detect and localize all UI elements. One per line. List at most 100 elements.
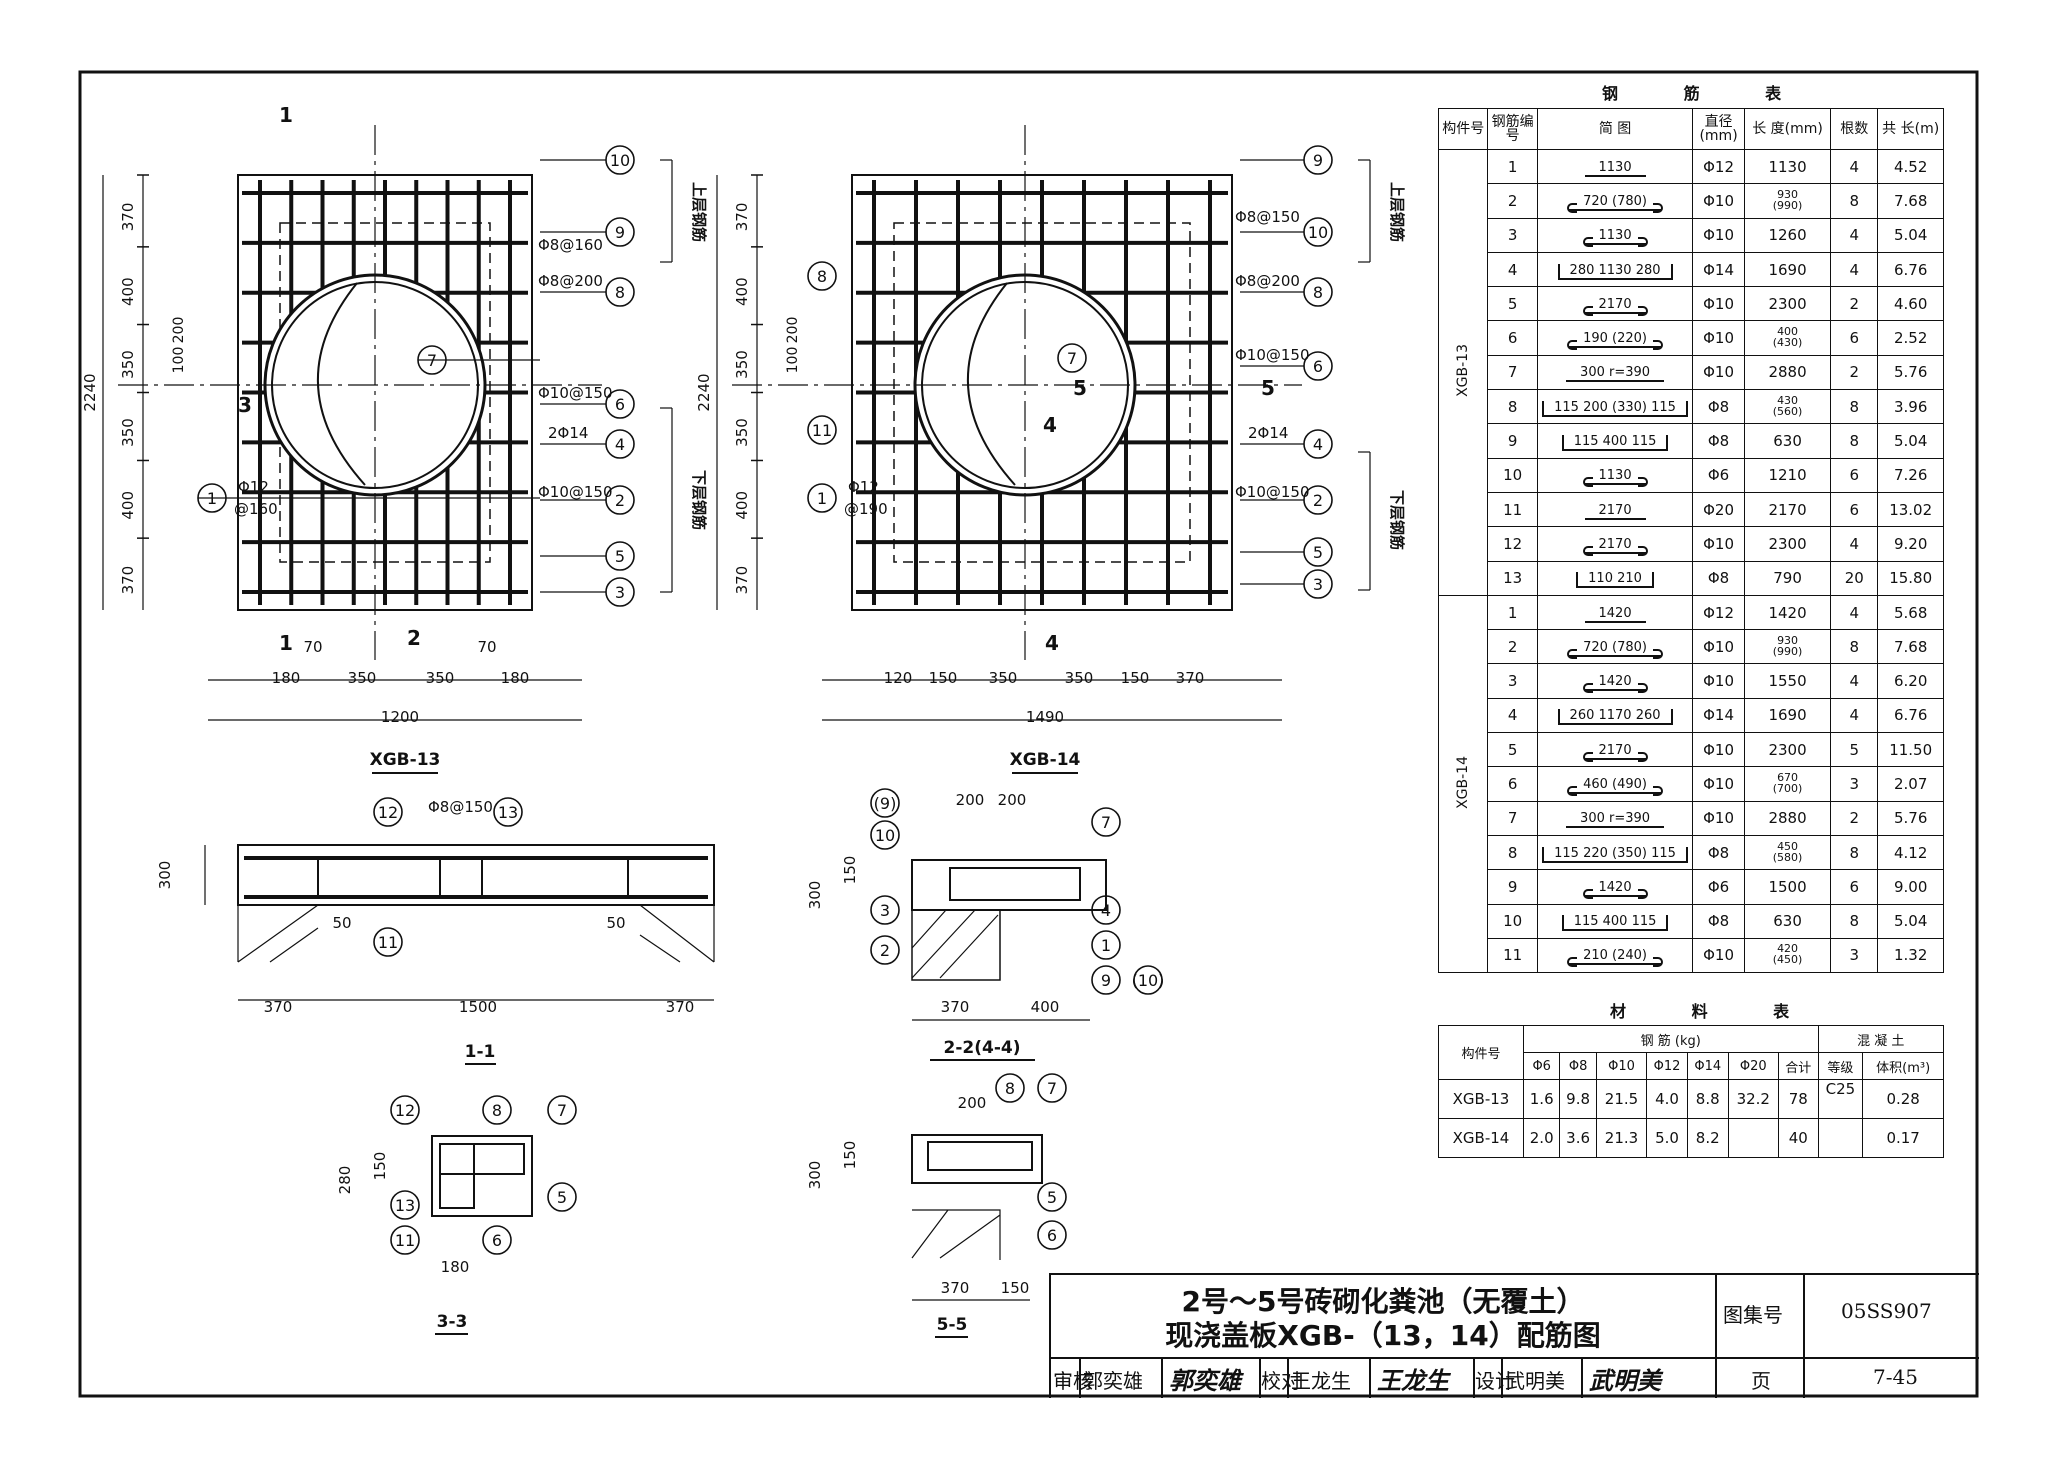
bar-label: 2Φ14 — [1248, 424, 1288, 442]
callout-circle — [373, 927, 403, 957]
rebar-total: 4.12 — [1893, 843, 1928, 862]
callout-circle — [1303, 145, 1333, 175]
callout-circle — [482, 1225, 512, 1255]
rebar-total: 5.76 — [1893, 363, 1928, 382]
section-slab — [431, 1135, 533, 1217]
designer-name: 武明美 — [1505, 1369, 1565, 1393]
check-label: 校对 — [1261, 1369, 1301, 1393]
callout-number: 6 — [492, 1231, 502, 1250]
title-line-1: 2号～5号砖砌化粪池（无覆土） — [1181, 1285, 1585, 1318]
rebar-total: 1.32 — [1893, 946, 1928, 965]
dimension-text: 350 — [733, 350, 751, 379]
rebar-shape: 110 210 — [1576, 572, 1654, 589]
rebar-shape: 115 400 115 — [1561, 435, 1669, 452]
section-slab — [911, 859, 1107, 911]
rebar-count: 4 — [1849, 706, 1860, 725]
rebar-shape: 720 (780) — [1567, 194, 1663, 213]
rebar-shape: 2170 — [1582, 537, 1648, 556]
rebar-dia: Φ10 — [1703, 740, 1735, 759]
rebar-total: 6.76 — [1893, 260, 1928, 279]
rebar-no: 9 — [1507, 432, 1518, 451]
sheet-border — [78, 70, 1979, 1398]
callout-number: 8 — [1005, 1079, 1015, 1098]
section-mark: 3 — [238, 393, 252, 417]
rebar-no: 9 — [1507, 877, 1518, 896]
callout-number: 4 — [1101, 901, 1111, 920]
callout-number: 12 — [378, 803, 398, 822]
rebar-dia: Φ6 — [1707, 877, 1730, 896]
rebar-dia: Φ10 — [1703, 226, 1735, 245]
callout-number: 7 — [1067, 349, 1077, 368]
callout-number: 9 — [615, 223, 625, 242]
material-head-steel: 钢 筋 (kg) — [1640, 1033, 1701, 1049]
material-steel-value: 32.2 — [1736, 1090, 1770, 1108]
rebar-total: 13.02 — [1889, 500, 1933, 519]
dimension-text: 350 — [989, 669, 1018, 687]
material-steel-value: 8.2 — [1695, 1129, 1720, 1147]
group-label: 上层钢筋 — [1388, 182, 1406, 242]
dimension-text: 400 — [733, 491, 751, 520]
callout-circle — [1303, 351, 1333, 381]
rebar-count: 2 — [1849, 294, 1860, 313]
rebar-count: 6 — [1849, 877, 1860, 896]
rebar-len: 2300 — [1768, 294, 1807, 313]
callout-circle — [1303, 429, 1333, 459]
callout-number: 10 — [610, 151, 630, 170]
material-steel-value: 21.5 — [1604, 1090, 1639, 1108]
bar-label: Φ10@150 — [538, 483, 613, 501]
material-steel-value: 1.6 — [1529, 1090, 1554, 1108]
rebar-col-header: 根数 — [1830, 108, 1879, 150]
rebar-count: 2 — [1849, 809, 1860, 828]
callout-number: 9 — [1313, 151, 1323, 170]
drawing-title: 2号～5号砖砌化粪池（无覆土） 现浇盖板XGB-（13，14）配筋图 — [1051, 1285, 1715, 1353]
callout-circle — [1303, 485, 1333, 515]
callout-circle — [417, 345, 447, 375]
material-steel-col: Φ20 — [1739, 1058, 1767, 1074]
dimension-text: 1200 — [381, 708, 419, 726]
page-number: 7-45 — [1873, 1365, 1918, 1389]
callout-circle — [1303, 537, 1333, 567]
rebar-dia: Φ10 — [1703, 534, 1735, 553]
group-label: 下层钢筋 — [1388, 490, 1406, 550]
view-label: 5-5 — [937, 1315, 968, 1335]
dimension-text: 300 — [806, 1161, 824, 1190]
rebar-shape: 260 1170 260 — [1557, 709, 1673, 726]
dimension-text: 200 — [785, 317, 801, 344]
bar-label: Φ10@150 — [1235, 346, 1310, 364]
callout-circle — [605, 277, 635, 307]
rebar-shape: 115 200 (330) 115 — [1542, 400, 1688, 417]
stirrup-line — [439, 1143, 525, 1175]
material-head-component: 构件号 — [1461, 1047, 1501, 1062]
rebar-dia: Φ10 — [1703, 809, 1735, 828]
callout-number: 11 — [378, 933, 398, 952]
rebar-len: 1210 — [1768, 466, 1807, 485]
dimension-text: 100 — [171, 347, 187, 374]
reviewer-signature: 郭奕雄 — [1169, 1366, 1241, 1395]
callout-circle — [1091, 930, 1121, 960]
callout-number: (9) — [874, 794, 897, 813]
rebar-count: 4 — [1849, 226, 1860, 245]
rebar-dia: Φ10 — [1703, 637, 1735, 656]
rebar-count: 8 — [1849, 912, 1860, 931]
dimension-text: 350 — [119, 418, 137, 447]
callout-circle — [1057, 343, 1087, 373]
rebar-dia: Φ12 — [1703, 157, 1735, 176]
atlas-number: 05SS907 — [1841, 1299, 1932, 1323]
hatch — [911, 909, 999, 979]
design-label: 设计 — [1475, 1369, 1515, 1393]
material-steel-value: 8.8 — [1695, 1090, 1720, 1108]
callout-number: 1 — [817, 489, 827, 508]
bar-label: @160 — [234, 500, 278, 518]
material-head-concrete: 混 凝 土 — [1857, 1033, 1905, 1049]
bar-label: Φ12 — [848, 478, 879, 496]
